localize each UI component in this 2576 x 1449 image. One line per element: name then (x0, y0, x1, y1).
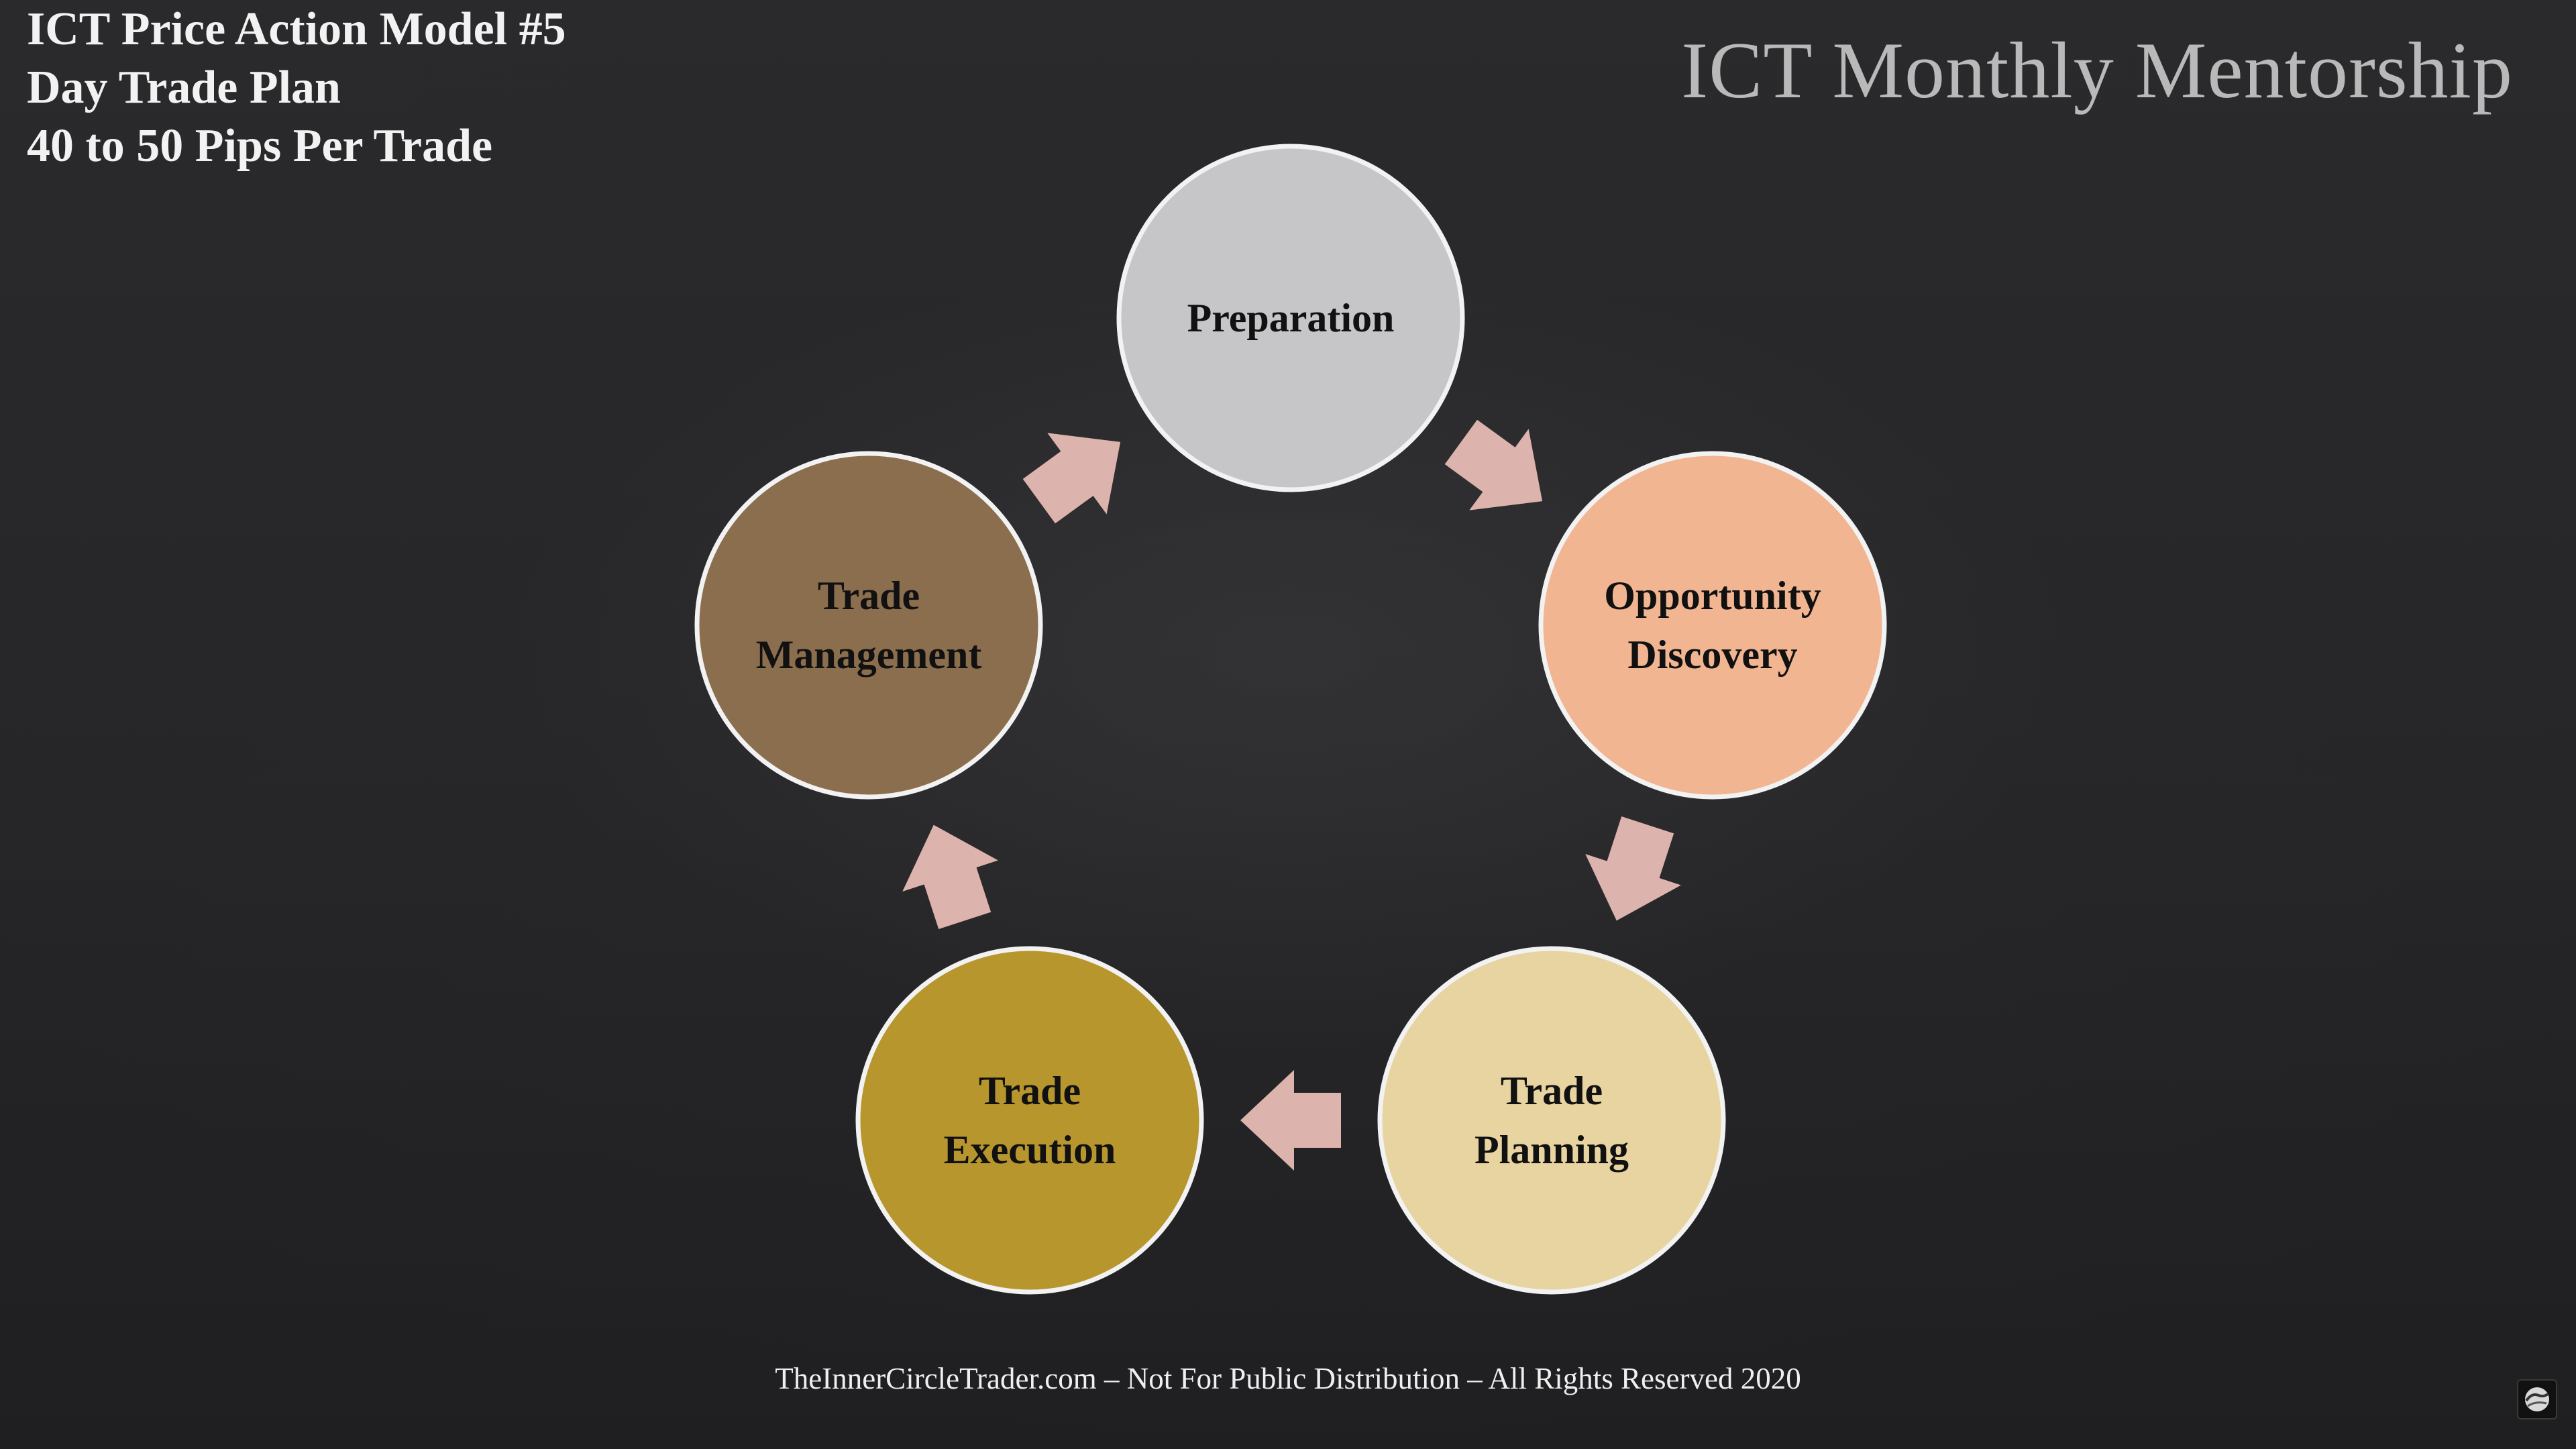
node-label-trade-execution-1: Trade (979, 1069, 1081, 1113)
brand-title: ICT Monthly Mentorship (1681, 25, 2513, 115)
footer-copyright: TheInnerCircleTrader.com – Not For Publi… (775, 1362, 1801, 1395)
title-line-pips: 40 to 50 Pips Per Trade (27, 120, 493, 172)
node-label-trade-planning-1: Trade (1501, 1069, 1603, 1113)
node-label-trade-management-1: Trade (818, 574, 920, 618)
globe-logo-icon (2517, 1379, 2557, 1419)
title-line-model: ICT Price Action Model #5 (27, 3, 566, 55)
node-circle-trade-planning (1377, 946, 1726, 1295)
node-label-trade-execution-2: Execution (944, 1128, 1116, 1172)
node-circle-opportunity-discovery (1538, 451, 1887, 800)
node-circle-trade-management (694, 451, 1043, 800)
title-line-plan: Day Trade Plan (27, 62, 341, 113)
title-block: ICT Price Action Model #5 Day Trade Plan… (27, 0, 566, 175)
node-label-opportunity-discovery-1: Opportunity (1604, 574, 1821, 618)
node-label-trade-management-2: Management (756, 633, 982, 677)
node-circle-trade-execution (855, 946, 1204, 1295)
node-preparation: Preparation (1116, 144, 1465, 492)
arrow-preparation-to-opportunity-discovery (1444, 419, 1543, 511)
arrow-trade-execution-to-trade-management (902, 824, 998, 930)
node-label-trade-planning-2: Planning (1474, 1128, 1629, 1172)
node-circle-preparation (1116, 144, 1465, 492)
arrow-trade-planning-to-trade-execution (1240, 1070, 1341, 1171)
arrow-trade-management-to-preparation (1022, 433, 1121, 524)
node-label-preparation-1: Preparation (1187, 296, 1395, 340)
node-label-opportunity-discovery-2: Discovery (1627, 633, 1797, 677)
arrow-opportunity-discovery-to-trade-planning (1585, 816, 1681, 921)
